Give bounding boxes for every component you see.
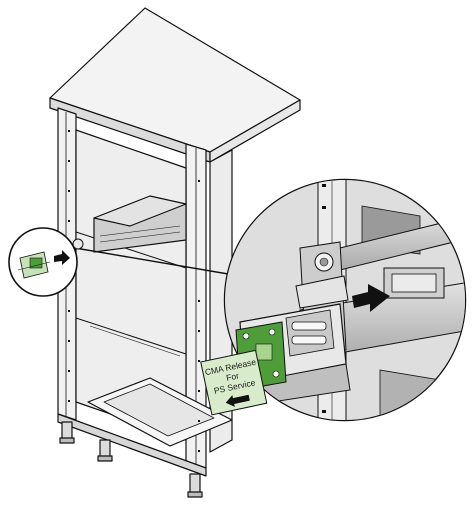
detail-callout bbox=[223, 178, 467, 422]
rack-foot bbox=[189, 473, 201, 495]
rack-foot bbox=[99, 439, 111, 459]
callout-leader-line bbox=[74, 247, 241, 277]
push-arrow-icon bbox=[54, 250, 70, 265]
small-callout bbox=[8, 227, 84, 297]
rack-base-rail bbox=[57, 413, 207, 477]
left-arrow-icon bbox=[225, 394, 250, 407]
rack-foot bbox=[61, 421, 73, 441]
push-arrow-icon bbox=[352, 284, 390, 312]
label-line-2: For bbox=[225, 370, 240, 382]
rail-latch-knob bbox=[72, 238, 84, 250]
rack-top-side bbox=[209, 99, 301, 163]
rack-cabinet bbox=[49, 7, 301, 498]
cma-release-label-card: CMA Release For PS Service bbox=[200, 349, 268, 416]
